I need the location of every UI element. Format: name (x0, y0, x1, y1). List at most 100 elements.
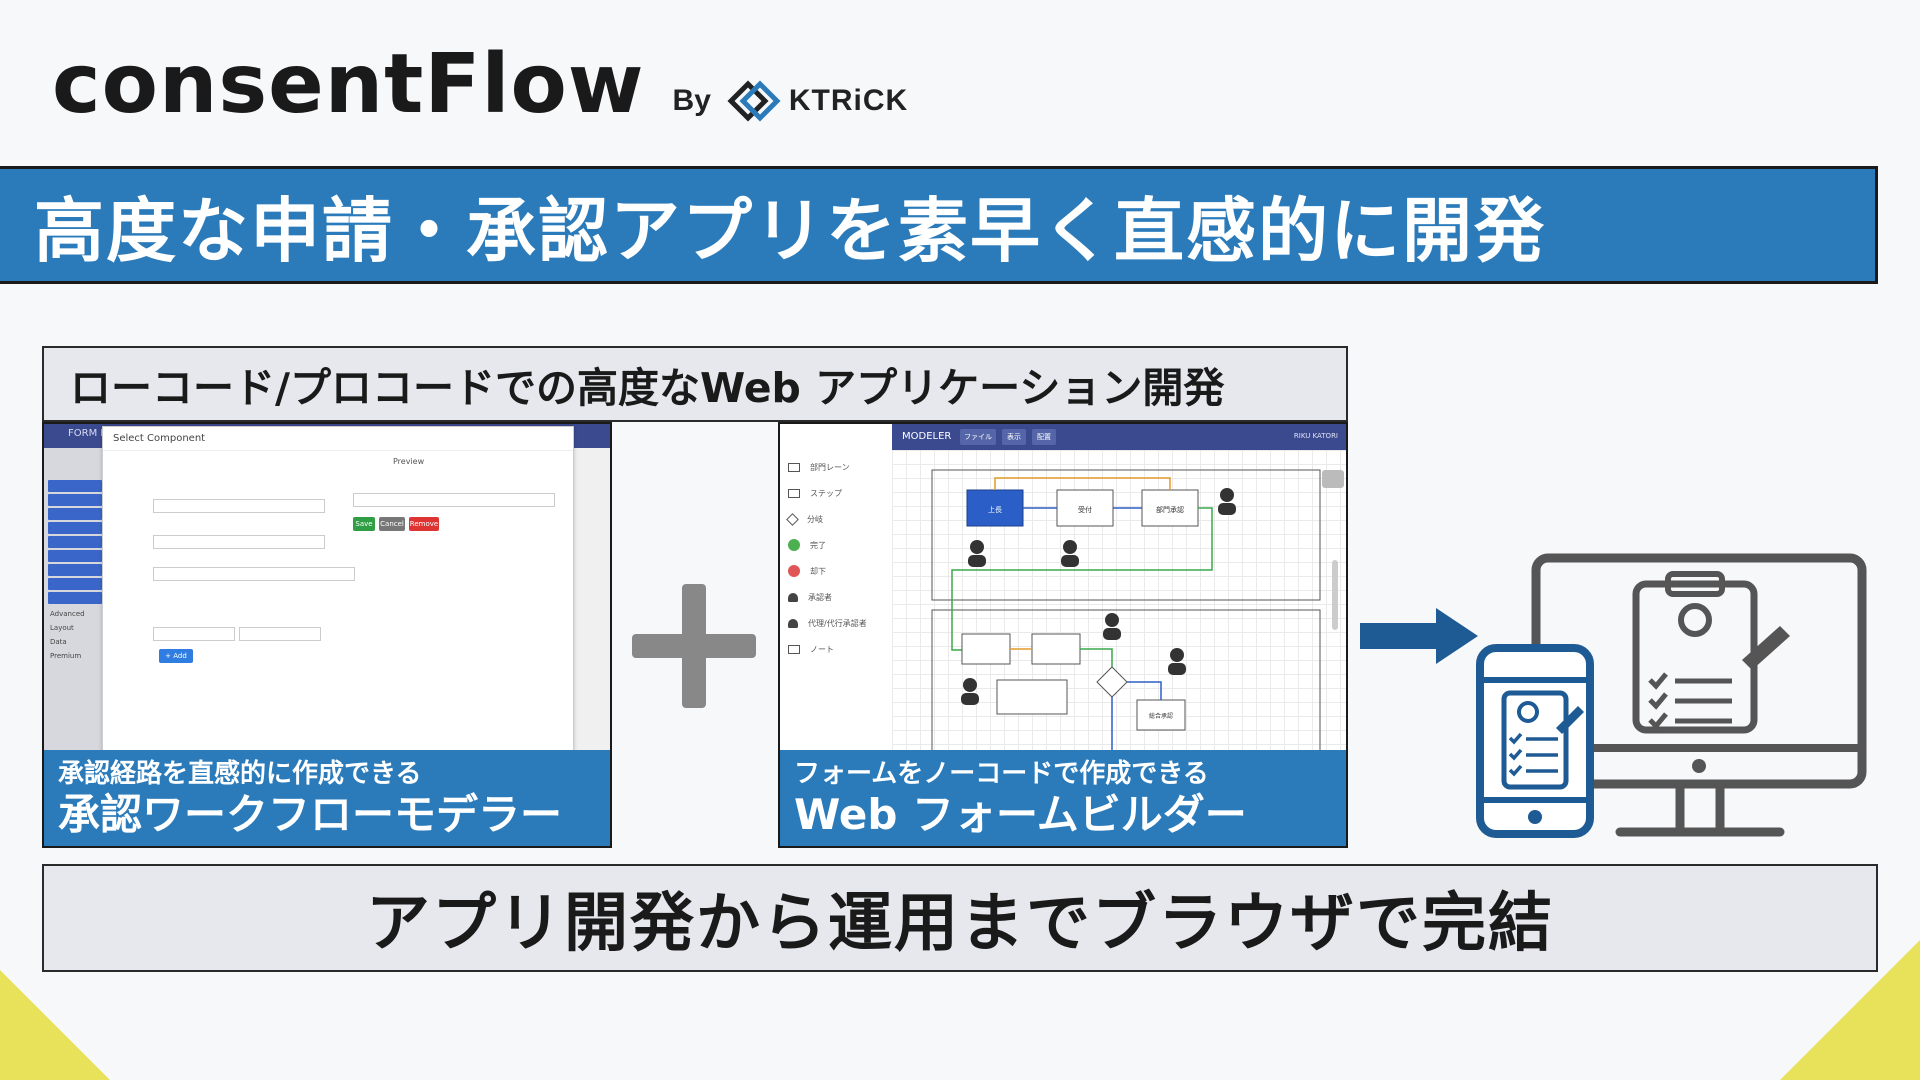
value-input[interactable] (239, 627, 321, 641)
sidebar-premium[interactable]: Premium (50, 652, 82, 660)
modeler-palette: 部門レーン ステップ 分岐 完了 却下 承認者 代理/代行承認者 ノート (780, 424, 893, 754)
palette-item[interactable]: 部門レーン (788, 454, 892, 480)
ktrick-logo: KTRiCK (725, 78, 908, 124)
workflow-node[interactable] (1031, 633, 1081, 665)
data-source-url-input[interactable] (153, 567, 355, 581)
dialog-title: Select Component (103, 427, 573, 451)
proxy-approver-icon (788, 618, 798, 628)
summary-text: アプリ開発から運用までブラウザで完結 (366, 887, 1554, 961)
node-request-label: 上長 (988, 505, 1002, 514)
node-receive[interactable] (1056, 489, 1114, 527)
summary-banner: アプリ開発から運用までブラウザで完結 (42, 864, 1878, 972)
ktrick-mark-icon (727, 80, 781, 122)
edge[interactable] (1127, 681, 1162, 700)
url-select[interactable] (153, 499, 325, 513)
sidebar-layout[interactable]: Layout (50, 624, 74, 632)
sidebar-component[interactable] (48, 494, 102, 506)
page-title: 高度な申請・承認アプリを素早く直感的に開発 (34, 189, 1546, 272)
preview-label: Preview (393, 457, 425, 466)
sidebar-component[interactable] (48, 592, 102, 604)
form-builder-panel: 部門レーン ステップ 分岐 完了 却下 承認者 代理/代行承認者 ノート MOD… (778, 422, 1348, 848)
by-label: By (672, 84, 711, 117)
workflow-node[interactable] (961, 633, 1011, 665)
approver-body-icon (961, 693, 979, 705)
title-banner: 高度な申請・承認アプリを素早く直感的に開発 (0, 166, 1878, 284)
palette-item[interactable]: ノート (788, 636, 892, 662)
select-component-dialog: Select Component Preview + Add Another S… (102, 426, 574, 760)
approver-icon (963, 678, 977, 692)
edge[interactable] (951, 507, 1213, 651)
branch-node[interactable] (1096, 666, 1128, 698)
user-name: RIKU KATORI (1293, 432, 1338, 440)
approver-body-icon (1218, 503, 1236, 515)
section-header-text: ローコード/プロコードでの高度なWeb アプリケーション開発 (70, 364, 1225, 412)
lane-icon (788, 462, 800, 472)
approver-body-icon (968, 555, 986, 567)
palette-item[interactable]: 完了 (788, 532, 892, 558)
workflow-diagram: 上長 受付 部門承認 総合承認 (931, 469, 1344, 755)
canvas-scrollbar[interactable] (1332, 560, 1338, 630)
node-dept-label: 部門承認 (1156, 505, 1184, 514)
default-value-select[interactable] (153, 535, 325, 549)
settings-icon[interactable] (1322, 470, 1344, 488)
approver-icon (1170, 648, 1184, 662)
node-general[interactable] (1136, 699, 1186, 731)
branch-icon (786, 512, 799, 526)
right-panel-caption: フォームをノーコードで作成できる Web フォームビルダー (780, 750, 1346, 846)
sidebar-component[interactable] (48, 522, 102, 534)
brand-logo: consentFlow By KTRiCK (52, 40, 908, 130)
add-another-button[interactable]: + Add Another (159, 649, 193, 674)
modeler-canvas[interactable]: 上長 受付 部門承認 総合承認 (892, 450, 1346, 755)
complete-icon (788, 539, 800, 551)
form-builder-app-label: FORM BUILD (68, 428, 131, 439)
approver-icon (1220, 488, 1234, 502)
plus-icon-bar (632, 634, 756, 658)
save-button[interactable]: Save (353, 517, 375, 531)
edge[interactable] (1080, 648, 1113, 667)
modeler-title: MODELER (902, 431, 952, 442)
approver-icon (1063, 540, 1077, 554)
palette-item[interactable]: 代理/代行承認者 (788, 610, 892, 636)
sidebar-component[interactable] (48, 578, 102, 590)
form-builder-sidebar: Advanced Layout Data Premium (44, 448, 106, 758)
preview-select[interactable] (353, 493, 555, 507)
sidebar-component[interactable] (48, 564, 102, 576)
key-input[interactable] (153, 627, 235, 641)
node-general-label: 総合承認 (1149, 712, 1173, 720)
arrow-right-icon (1360, 623, 1438, 649)
menu-arrange[interactable]: 配置 (1032, 429, 1056, 445)
reject-icon (788, 565, 800, 577)
cancel-button[interactable]: Cancel (379, 517, 405, 531)
arrow-right-head-icon (1436, 608, 1478, 664)
palette-item[interactable]: 承認者 (788, 584, 892, 610)
menu-file[interactable]: ファイル (960, 429, 996, 445)
edge[interactable] (994, 477, 1171, 490)
sidebar-component[interactable] (48, 536, 102, 548)
sidebar-component[interactable] (48, 550, 102, 562)
sidebar-component[interactable] (48, 480, 102, 492)
ktrick-logo-text: KTRiCK (788, 84, 909, 117)
palette-item[interactable]: 分岐 (786, 506, 892, 532)
devices-form-icon (1476, 553, 1867, 838)
consentflow-logo-text: consentFlow (52, 37, 645, 132)
palette-item[interactable]: 却下 (788, 558, 892, 584)
approver-icon (1105, 613, 1119, 627)
remove-button[interactable]: Remove (409, 517, 439, 531)
sidebar-component[interactable] (48, 508, 102, 520)
note-box[interactable] (996, 679, 1068, 715)
approver-icon (970, 540, 984, 554)
sidebar-advanced[interactable]: Advanced (50, 610, 85, 618)
lane-1[interactable] (931, 469, 1321, 601)
node-request[interactable] (966, 489, 1024, 527)
decorative-corner-left (0, 970, 110, 1080)
step-icon (788, 488, 800, 498)
approver-icon (788, 592, 798, 602)
section-header: ローコード/プロコードでの高度なWeb アプリケーション開発 (42, 346, 1348, 422)
approver-body-icon (1061, 555, 1079, 567)
approver-body-icon (1103, 628, 1121, 640)
sidebar-data[interactable]: Data (50, 638, 67, 646)
modeler-toolbar: MODELER ファイル 表示 配置 RIKU KATORI (892, 424, 1346, 450)
menu-view[interactable]: 表示 (1002, 429, 1026, 445)
palette-item[interactable]: ステップ (788, 480, 892, 506)
approver-body-icon (1168, 663, 1186, 675)
